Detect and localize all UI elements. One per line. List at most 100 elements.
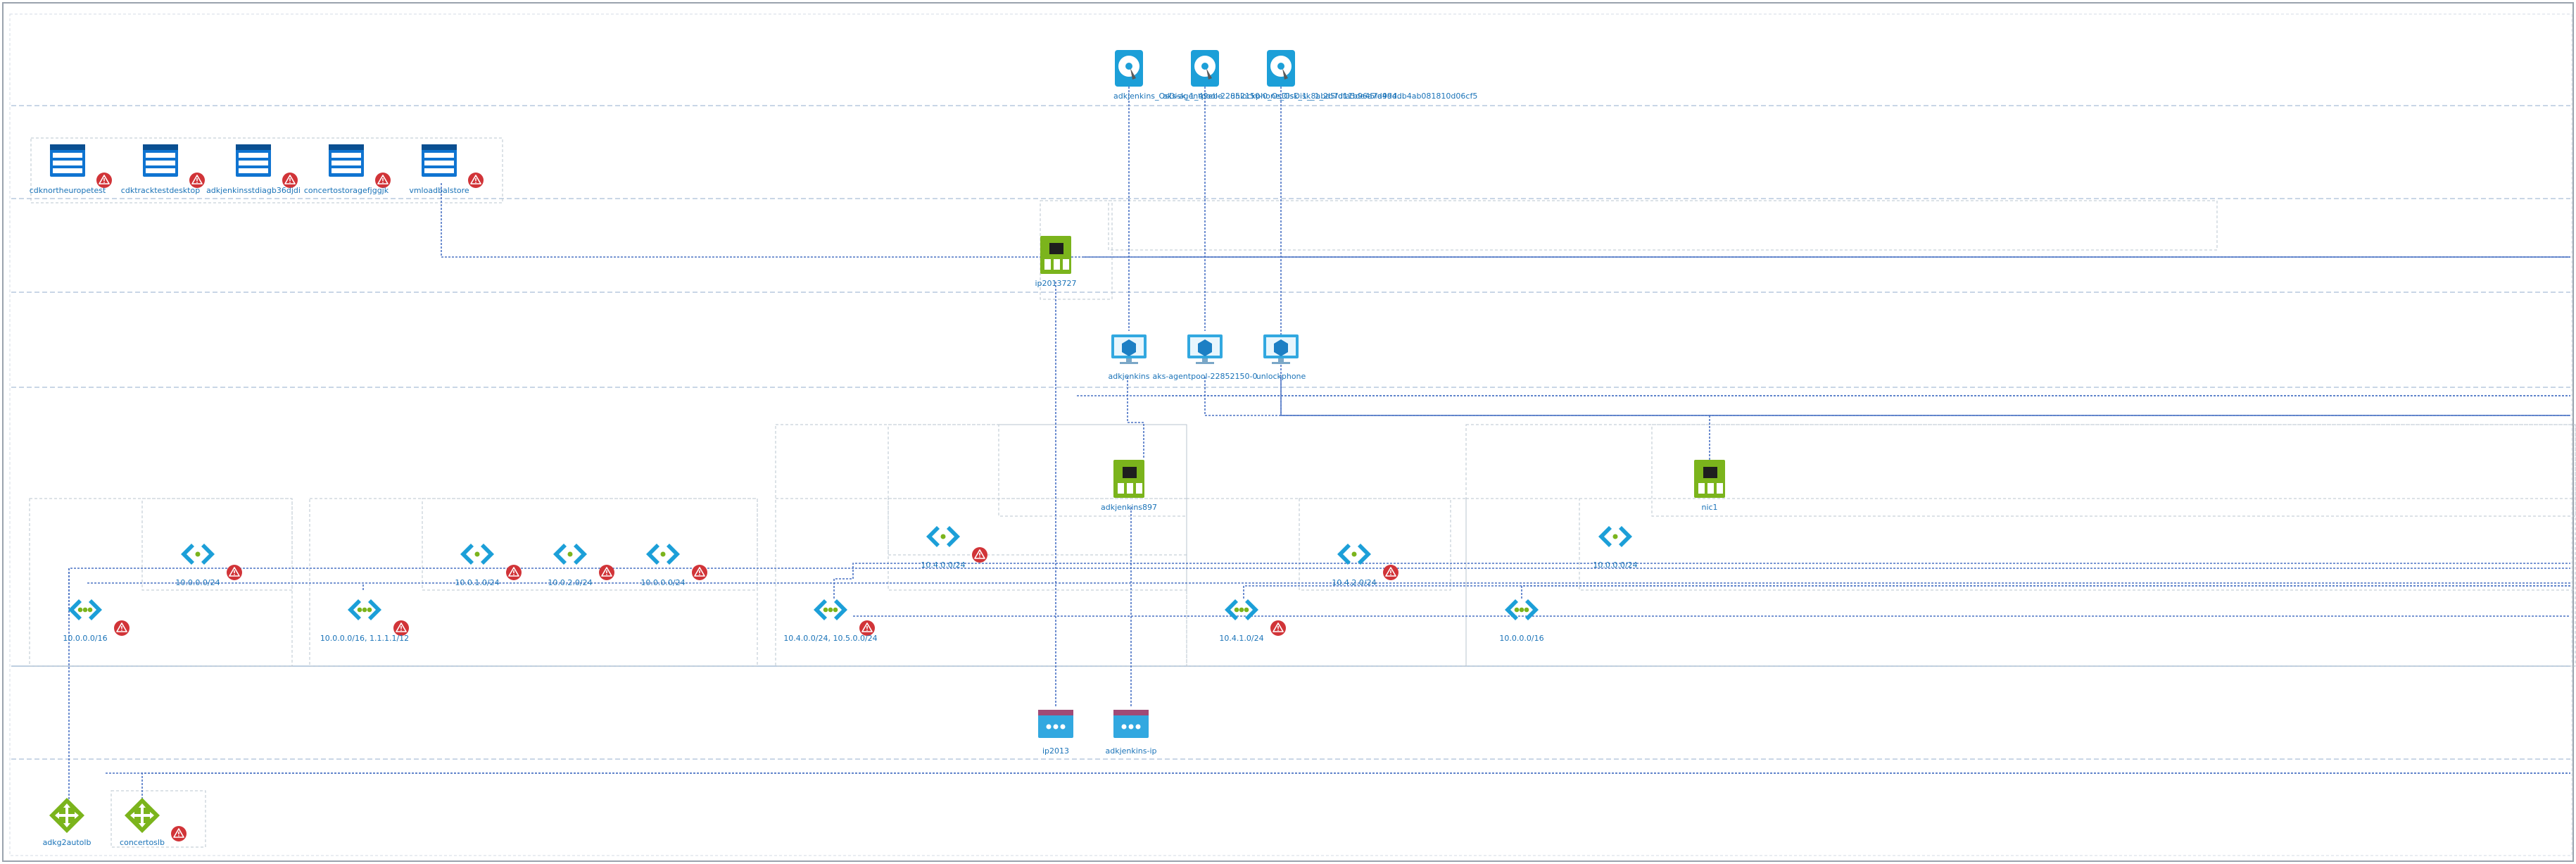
public-ip-2[interactable]: adkjenkins-ip [1105,710,1157,756]
subnet-6[interactable]: 10.4.2.0/24 [1332,544,1399,587]
storage-account-label: concertostoragefjggjk [304,186,389,195]
public-ip-1[interactable]: ip2013 [1038,710,1073,756]
virtual-machine-icon [1111,334,1147,364]
storage-account-icon [329,144,364,177]
nic-label: nic1 [1701,503,1717,512]
subnet-1[interactable]: 10.0.0.0/24 [175,544,243,587]
subnet-icon [646,544,680,565]
subnet-icon [553,544,587,565]
subnet-2[interactable]: 10.0.1.0/24 [455,544,522,587]
storage-account-2[interactable]: cdktracktestdesktop [121,144,206,195]
vm-label: aks-agentpool-22852150-0 [1152,372,1257,381]
app-gateway-1[interactable]: adkg2autolb [43,796,91,847]
disk-2-caption: aks-agentpool-22852150-0_OsDisk_1_8aba5f… [1163,92,1404,101]
warning-icon[interactable] [467,172,484,189]
vm-2[interactable]: aks-agentpool-22852150-0 [1152,334,1258,381]
disk-3[interactable] [1267,50,1295,87]
disk-1[interactable] [1115,50,1143,87]
connection-edges [68,62,2570,810]
subnet-icon [1337,544,1371,565]
storage-account-4[interactable]: concertostoragefjggjk [304,144,391,195]
subnet-4[interactable]: 10.0.0.0/24 [640,544,708,587]
virtual-machine-icon [1187,334,1223,364]
warning-icon[interactable] [1270,620,1287,637]
subnet-label: 10.0.2.0/24 [548,578,592,587]
subnet-label: 10.4.2.0/24 [1332,578,1376,587]
nic-label: ip2013727 [1035,279,1076,288]
subnet-3[interactable]: 10.0.2.0/24 [548,544,615,587]
nic-1[interactable]: ip2013727 [1035,236,1077,288]
vm-1[interactable]: adkjenkins [1108,334,1150,381]
warning-icon[interactable] [971,546,988,563]
vnet-label-line: 10.0.0.0/16, 1.1.1.1/12 [320,634,409,643]
subnet-label: 10.0.1.0/24 [455,578,499,587]
virtual-machine-icon [1263,334,1299,364]
vnet-2[interactable]: 10.0.0.0/16, 1.1.1.1/12 [320,599,410,643]
virtual-network-icon [1225,599,1258,620]
load-balancer-icon [48,796,86,834]
subnet-label: 10.0.0.0/24 [175,578,220,587]
virtual-network-icon [348,599,381,620]
warning-icon[interactable] [598,564,615,581]
warning-icon[interactable] [505,564,522,581]
warning-icon[interactable] [170,825,187,842]
vnet-label: 10.0.0.0/16, 1.1.1.1/12 [320,634,409,643]
subnet-5[interactable]: 10.4.0.0/24 [921,526,988,570]
storage-account-label: adkjenkinsstdiagb36djdi [206,186,301,195]
vnet-5[interactable]: 10.0.0.0/16 [1499,599,1544,643]
nic-label: adkjenkins897 [1101,503,1157,512]
subnet-label: 10.4.0.0/24 [921,561,965,570]
app-gateway-2[interactable]: concertoslb [120,796,187,847]
network-interface-icon [1694,460,1725,498]
disk-icon [1267,50,1295,87]
virtual-network-icon [68,599,102,620]
nic-2[interactable]: adkjenkins897 [1101,460,1157,512]
vm-3[interactable]: unlockphone [1256,334,1306,381]
storage-account-3[interactable]: adkjenkinsstdiagb36djdi [206,144,301,195]
storage-account-5[interactable]: vmloadbalstore [409,144,484,195]
group-frames [29,137,2576,848]
subnet-icon [1598,526,1632,547]
subnet-icon [926,526,960,547]
virtual-network-icon [1505,599,1539,620]
vnet-label: 10.4.0.0/24, 10.5.0.0/24 [783,634,877,643]
subnet-icon [181,544,215,565]
public-ip-icon [1113,710,1149,738]
warning-icon[interactable] [691,564,708,581]
vnet-4[interactable]: 10.4.1.0/24 [1219,599,1287,643]
nic-3[interactable]: nic1 [1694,460,1725,512]
warning-icon[interactable] [1382,564,1399,581]
disk-2[interactable] [1191,50,1219,87]
subnet-7[interactable]: 10.0.0.0/24 [1593,526,1638,570]
subnet-label: 10.0.0.0/24 [1593,561,1637,570]
app-gateway-label: concertoslb [120,838,165,847]
network-interface-icon [1040,236,1071,274]
public-ip-label: adkjenkins-ip [1105,746,1156,756]
storage-account-label: vmloadbalstore [409,186,469,195]
vnet-3[interactable]: 10.4.0.0/24, 10.5.0.0/24 [783,599,878,643]
disk-icon [1115,50,1143,87]
network-interface-icon [1113,460,1144,498]
load-balancer-icon [123,796,161,834]
warning-icon[interactable] [113,620,130,637]
vnet-label: 10.0.0.0/16 [1499,634,1543,643]
vnet-label: 10.4.1.0/24 [1219,634,1263,643]
app-gateway-label: adkg2autolb [43,838,91,847]
storage-account-label: cdktracktestdesktop [121,186,200,195]
storage-account-label: cdknortheuropetest [30,186,106,195]
storage-account-1[interactable]: cdknortheuropetest [30,144,113,195]
vnet-1[interactable]: 10.0.0.0/16 [63,599,130,643]
warning-icon[interactable] [226,564,243,581]
disk-1-caption: adkjenkins_OsDisk_1_49ebe... [1113,92,1230,101]
storage-account-icon [143,144,178,177]
disk-3-caption: unlockphone_OsDisk_1_2b7d11b96a7d494db4a… [1230,92,1477,101]
vm-label: adkjenkins [1108,372,1149,381]
storage-account-icon [422,144,457,177]
public-ip-icon [1038,710,1073,738]
disk-icon [1191,50,1219,87]
resource-group-frame [9,13,2572,856]
public-ip-label: ip2013 [1042,746,1069,756]
vm-label: unlockphone [1256,372,1306,381]
